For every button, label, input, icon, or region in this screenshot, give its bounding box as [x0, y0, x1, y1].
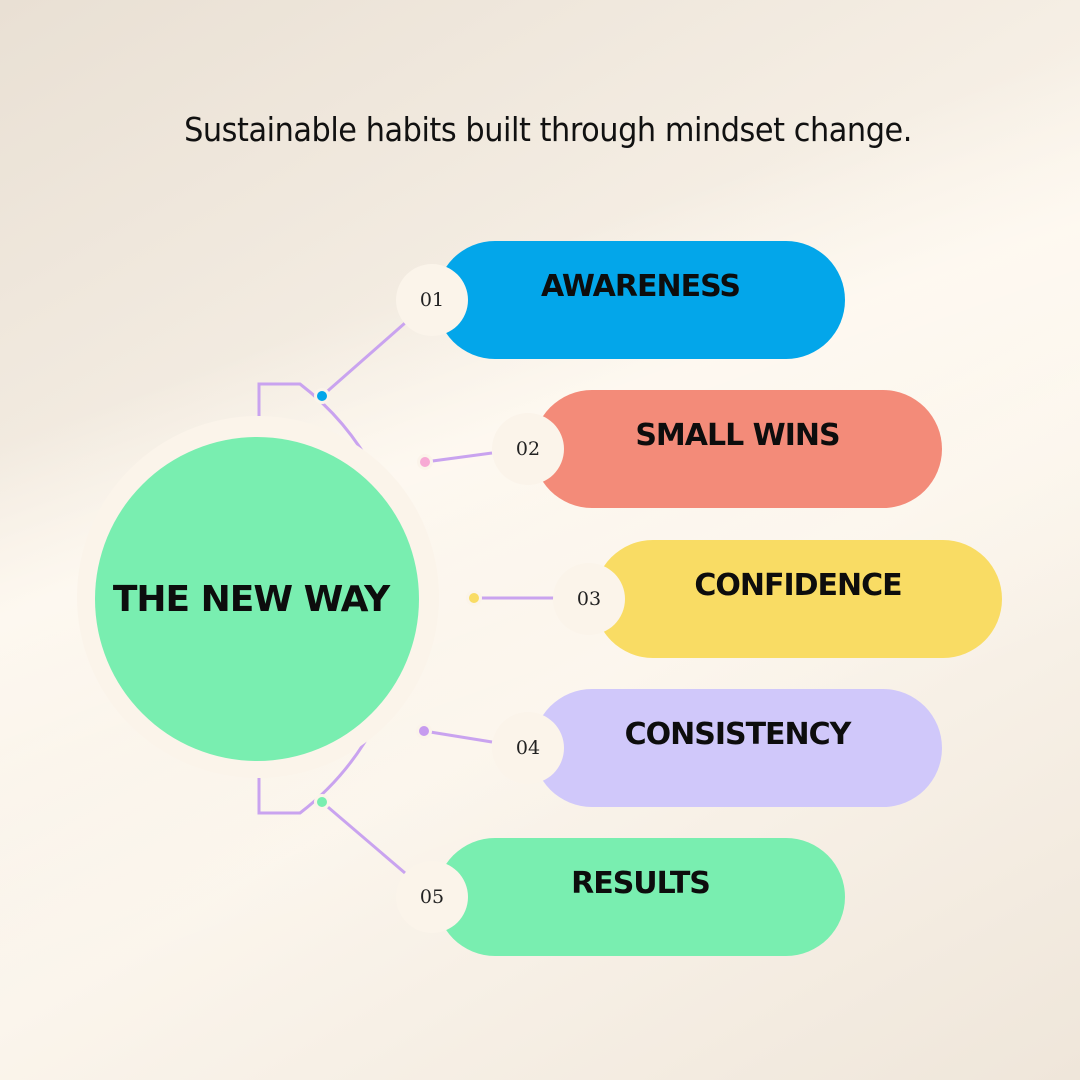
step-number-badge: 04: [492, 712, 564, 784]
step-number-badge: 03: [553, 563, 625, 635]
step-dot: [314, 388, 330, 404]
step-label: CONSISTENCY: [624, 717, 852, 752]
step-number: 05: [419, 886, 445, 908]
step-pill-consistency: CONSISTENCY: [533, 689, 942, 807]
subtitle: Sustainable habits built through mindset…: [184, 110, 912, 149]
step-pill-confidence: CONFIDENCE: [594, 540, 1002, 658]
connector-02: [424, 451, 493, 464]
step-label: SMALL WINS: [635, 418, 840, 453]
step-number-badge: 02: [492, 413, 564, 485]
step-label: AWARENESS: [541, 269, 741, 304]
connector-04: [423, 729, 493, 744]
step-number-badge: 05: [396, 861, 468, 933]
connector-05: [321, 800, 406, 875]
step-label: CONFIDENCE: [694, 568, 902, 603]
step-pill-small-wins: SMALL WINS: [533, 390, 942, 508]
step-dot: [416, 723, 432, 739]
step-label: RESULTS: [571, 866, 711, 901]
step-pill-awareness: AWARENESS: [436, 241, 845, 359]
step-number: 01: [419, 289, 445, 311]
step-number-badge: 01: [396, 264, 468, 336]
step-number: 03: [576, 588, 602, 610]
step-dot: [466, 590, 482, 606]
step-dot: [417, 454, 433, 470]
hub-label: THE NEW WAY: [112, 578, 390, 620]
hub-circle: THE NEW WAY: [95, 437, 419, 761]
step-pill-results: RESULTS: [436, 838, 845, 956]
step-number: 04: [515, 737, 541, 759]
connector-01: [321, 321, 406, 398]
step-dot: [314, 794, 330, 810]
step-number: 02: [515, 438, 541, 460]
